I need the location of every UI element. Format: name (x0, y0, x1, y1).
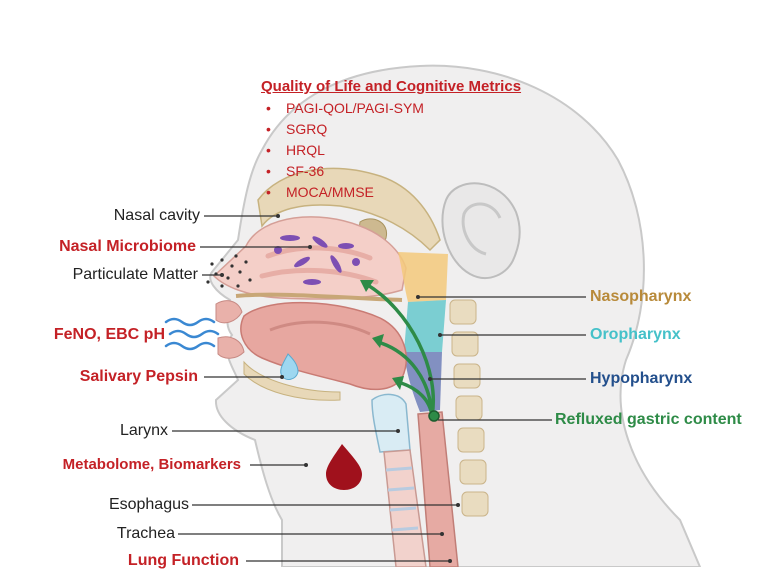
exhaled-airflow (166, 319, 218, 349)
label-esophagus: Esophagus (109, 497, 189, 513)
reflux-source-dot (429, 411, 439, 421)
label-trachea: Trachea (117, 526, 175, 542)
label-metabolome-biomarkers: Metabolome, Biomarkers (63, 457, 241, 472)
label-nasal-microbiome: Nasal Microbiome (59, 239, 196, 255)
label-nasal-cavity: Nasal cavity (114, 208, 200, 224)
label-particulate-matter: Particulate Matter (73, 267, 198, 283)
qol-title: Quality of Life and Cognitive Metrics (261, 78, 521, 95)
qol-item: PAGI-QOL/PAGI-SYM (286, 98, 424, 119)
label-nasopharynx: Nasopharynx (590, 289, 691, 305)
label-refluxed-gastric-content: Refluxed gastric content (555, 412, 742, 428)
qol-item: HRQL (286, 140, 424, 161)
label-salivary-pepsin: Salivary Pepsin (80, 369, 198, 385)
larynx-structure (372, 394, 410, 452)
qol-list: PAGI-QOL/PAGI-SYM SGRQ HRQL SF-36 MOCA/M… (286, 98, 424, 203)
qol-item: SGRQ (286, 119, 424, 140)
label-oropharynx: Oropharynx (590, 327, 681, 343)
qol-item: MOCA/MMSE (286, 182, 424, 203)
label-hypopharynx: Hypopharynx (590, 371, 692, 387)
qol-item: SF-36 (286, 161, 424, 182)
label-larynx: Larynx (120, 423, 168, 439)
label-feno-ebc-ph: FeNO, EBC pH (54, 327, 165, 343)
